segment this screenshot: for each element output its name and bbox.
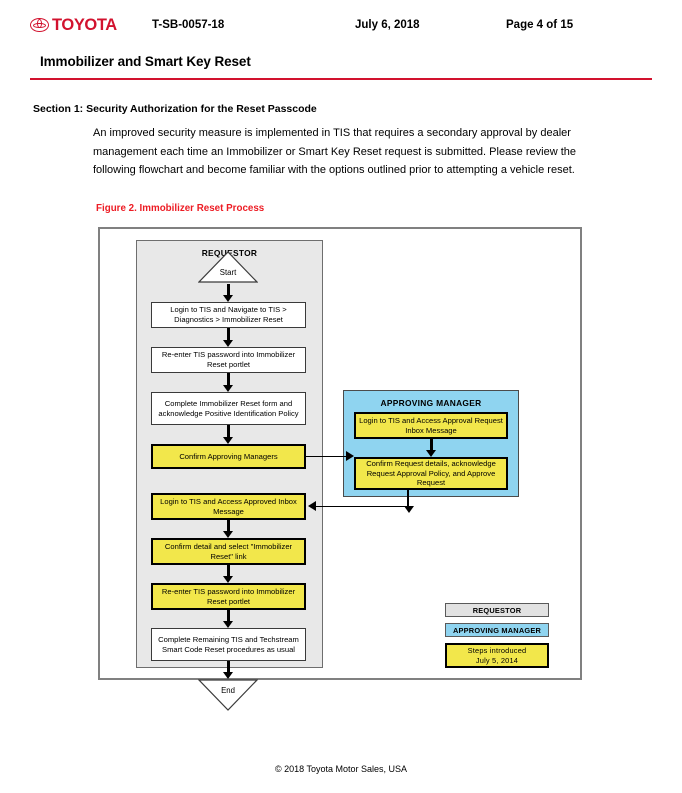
connector-r8-to-end xyxy=(223,661,233,679)
connector-m1-to-m2 xyxy=(426,439,436,457)
connector-r4-to-m1-arrowhead xyxy=(346,451,354,461)
flow-node-access-approved-inbox: Login to TIS and Access Approved Inbox M… xyxy=(151,493,306,520)
connector-r6-to-r7 xyxy=(223,565,233,583)
toyota-logo: TOYOTA xyxy=(30,17,117,34)
flow-node-start: Start xyxy=(198,251,258,283)
flow-node-end-label: End xyxy=(221,686,235,695)
toyota-emblem-icon xyxy=(30,18,49,33)
legend: REQUESTOR APPROVING MANAGER Steps introd… xyxy=(445,603,549,668)
connector-m2-to-r5-arrowhead xyxy=(308,501,316,511)
legend-steps-line1: Steps introduced xyxy=(467,646,527,655)
flow-node-reenter-password-1: Re-enter TIS password into Immobilizer R… xyxy=(151,347,306,373)
flowchart-figure: REQUESTOR APPROVING MANAGER Start Login … xyxy=(98,227,582,711)
page-title: Immobilizer and Smart Key Reset xyxy=(40,54,251,69)
legend-item-steps-introduced: Steps introduced July 5, 2014 xyxy=(445,643,549,668)
connector-m2-drop xyxy=(404,490,413,513)
flow-node-reenter-password-2: Re-enter TIS password into Immobilizer R… xyxy=(151,583,306,610)
bulletin-date: July 6, 2018 xyxy=(355,19,420,31)
start-triangle-icon xyxy=(198,251,258,283)
flow-node-complete-form: Complete Immobilizer Reset form and ackn… xyxy=(151,392,306,425)
footer-copyright: © 2018 Toyota Motor Sales, USA xyxy=(274,764,408,774)
connector-start-to-r1 xyxy=(223,284,233,302)
legend-item-approving-manager: APPROVING MANAGER xyxy=(445,623,549,637)
flow-node-end: End xyxy=(198,679,258,711)
bulletin-number: T-SB-0057-18 xyxy=(152,19,225,31)
flow-node-start-label: Start xyxy=(219,268,237,277)
connector-m2-to-r5-line xyxy=(316,505,408,508)
toyota-wordmark: TOYOTA xyxy=(52,16,117,34)
flow-node-confirm-approving-managers: Confirm Approving Managers xyxy=(151,444,306,469)
header-divider xyxy=(30,78,652,80)
connector-r4-to-m1-line xyxy=(306,455,346,458)
section-heading: Section 1: Security Authorization for th… xyxy=(33,103,317,115)
connector-r1-to-r2 xyxy=(223,328,233,347)
intro-paragraph: An improved security measure is implemen… xyxy=(93,127,576,176)
flow-node-confirm-detail-select-link: Confirm detail and select "Immobilizer R… xyxy=(151,538,306,565)
page-header: TOYOTA T-SB-0057-18 July 6, 2018 Page 4 … xyxy=(0,0,682,86)
connector-r3-to-r4 xyxy=(223,425,233,444)
flow-node-login-navigate: Login to TIS and Navigate to TIS > Diagn… xyxy=(151,302,306,328)
page-number: Page 4 of 15 xyxy=(506,19,574,31)
flow-node-manager-confirm-approve: Confirm Request details, acknowledge Req… xyxy=(354,457,508,490)
connector-r7-to-r8 xyxy=(223,610,233,628)
legend-steps-line2: July 5, 2014 xyxy=(475,655,519,665)
legend-item-requestor: REQUESTOR xyxy=(445,603,549,617)
flow-node-manager-access-approval-inbox: Login to TIS and Access Approval Request… xyxy=(354,412,508,439)
swimlane-approving-manager-title: APPROVING MANAGER xyxy=(380,398,482,408)
connector-r2-to-r3 xyxy=(223,373,233,392)
connector-r5-to-r6 xyxy=(223,520,233,538)
end-triangle-icon xyxy=(198,679,258,711)
figure-caption: Figure 2. Immobilizer Reset Process xyxy=(96,203,265,214)
flow-node-complete-remaining: Complete Remaining TIS and Techstream Sm… xyxy=(151,628,306,661)
